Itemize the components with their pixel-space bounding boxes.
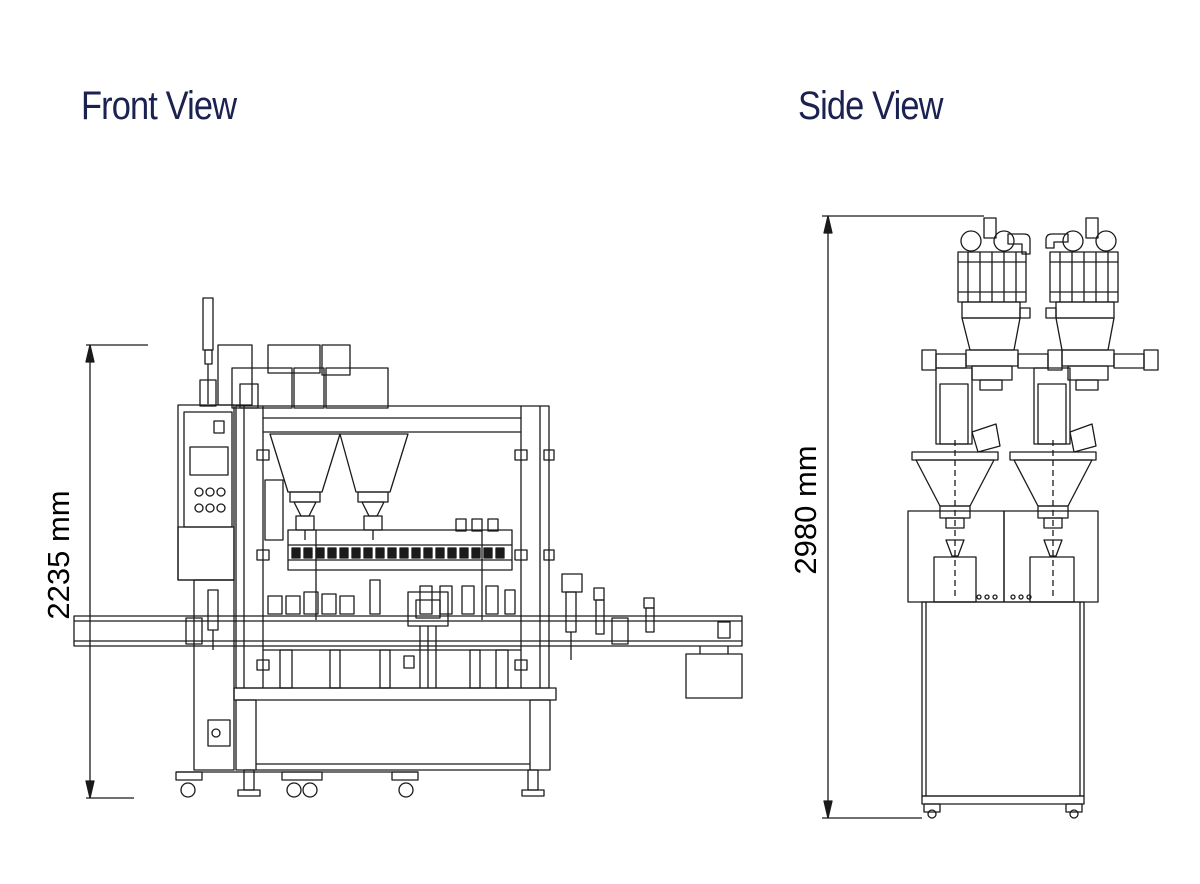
side-base-stand: [922, 602, 1084, 818]
lower-frame: [234, 650, 556, 770]
conveyor-guides: [208, 574, 654, 660]
right-filling-column: [1004, 218, 1158, 602]
side-height-dimension: [822, 216, 984, 818]
signal-tower: [200, 298, 216, 406]
machine-feet: [176, 770, 544, 797]
side-view-machine: [908, 218, 1158, 818]
control-buttons: [195, 488, 225, 512]
control-panel: [178, 405, 234, 770]
front-height-dimension: [86, 345, 148, 798]
front-view-machine: [74, 298, 742, 797]
left-filling-column: [908, 218, 1062, 602]
dosing-turret: [288, 519, 512, 620]
bottles: [268, 580, 515, 614]
conveyor: [74, 616, 742, 698]
front-view-title: Front View: [81, 84, 237, 128]
powder-hoppers: [265, 434, 408, 540]
center-unit: [408, 592, 448, 688]
side-view-title: Side View: [798, 84, 943, 128]
upper-equipment: [218, 345, 388, 408]
